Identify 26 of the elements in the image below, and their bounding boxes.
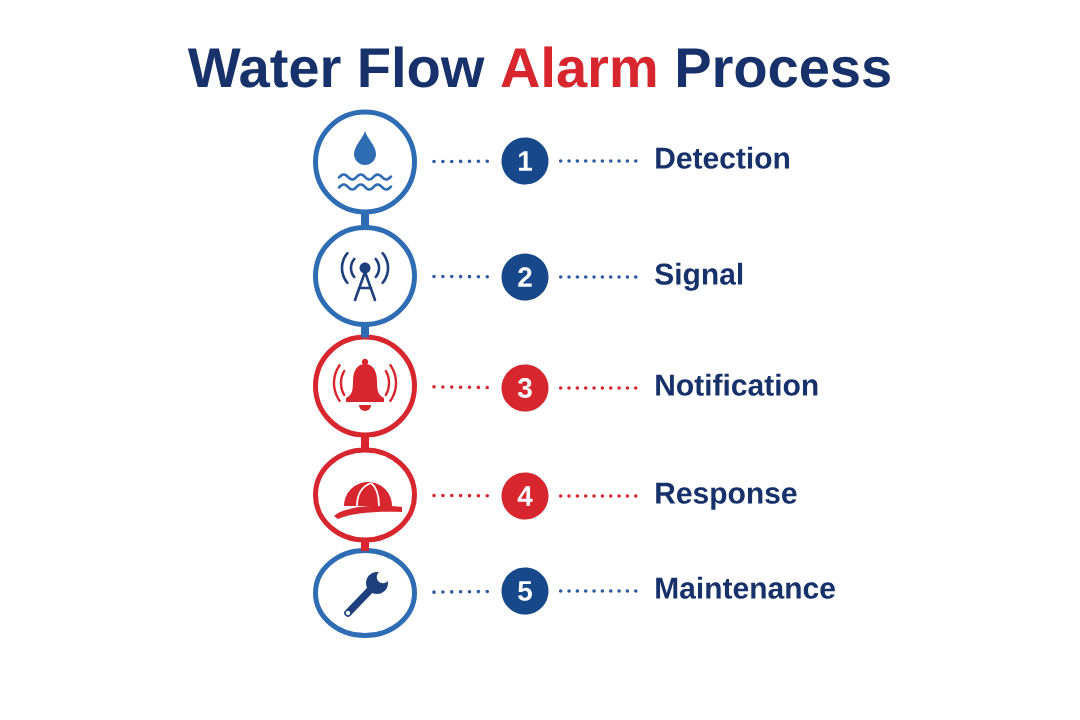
dotted-line xyxy=(432,274,490,279)
icon-circle xyxy=(313,548,417,638)
dotted-line xyxy=(432,493,490,498)
icon-circle xyxy=(313,225,417,327)
step-label: Response xyxy=(656,482,797,510)
icon-circle xyxy=(313,109,417,215)
step-label: Notification xyxy=(656,373,818,396)
number-badge: 5 xyxy=(501,567,549,615)
step-label: Detection xyxy=(656,146,789,169)
dotted-line xyxy=(558,159,638,163)
dotted-line xyxy=(558,386,638,390)
number-badge: 4 xyxy=(501,472,549,520)
dotted-line xyxy=(558,275,638,279)
dotted-line xyxy=(558,494,638,498)
dotted-line xyxy=(432,159,490,164)
connector xyxy=(361,434,369,451)
step-label: Signal xyxy=(655,262,743,291)
number-badge: 3 xyxy=(501,364,549,412)
dotted-line xyxy=(432,385,490,390)
number-badge: 1 xyxy=(501,137,549,185)
dotted-line xyxy=(558,589,638,593)
title: Water Flow Alarm Process xyxy=(187,46,890,88)
step-label: Maintenance xyxy=(656,576,835,599)
number-badge: 2 xyxy=(501,253,549,301)
dotted-line xyxy=(432,589,490,594)
connector xyxy=(361,211,369,228)
